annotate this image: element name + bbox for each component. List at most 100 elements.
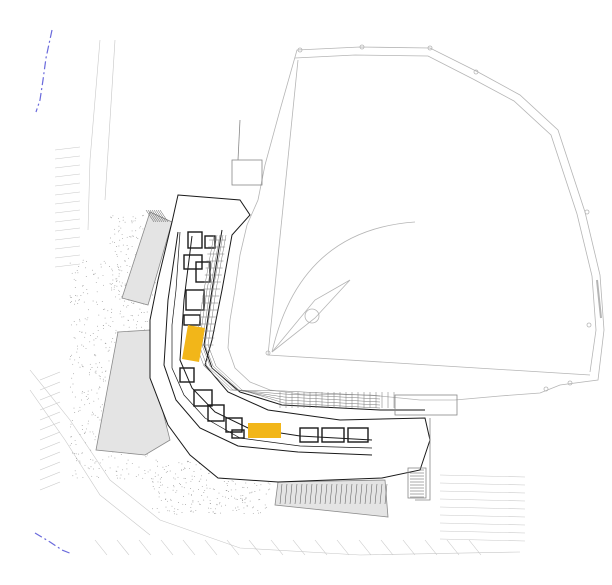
scoreboard [596, 279, 602, 319]
stipple-dot [119, 477, 121, 479]
stipple-dot [161, 477, 162, 478]
stipple-dot [152, 508, 154, 510]
parking-stripe [39, 371, 61, 381]
stipple-dot [95, 363, 97, 365]
stipple-dot [82, 262, 84, 264]
stipple-dot [246, 504, 248, 506]
stipple-dot [112, 279, 114, 281]
roof-rib [349, 483, 353, 505]
stipple-dot [98, 468, 100, 469]
stipple-dot [218, 492, 220, 494]
stipple-dot [116, 475, 118, 477]
stipple-dot [169, 470, 171, 472]
stipple-dot [174, 508, 176, 510]
stipple-dot [102, 325, 104, 327]
stipple-dot [100, 339, 102, 341]
stipple-dot [108, 456, 110, 458]
stipple-dot [120, 454, 122, 455]
stipple-dot [183, 487, 185, 489]
stipple-dot [234, 497, 236, 499]
stipple-dot [118, 245, 120, 247]
stipple-dot [159, 481, 161, 483]
stipple-dot [266, 506, 268, 508]
infield-diamond [271, 279, 351, 353]
parking-stripe [116, 539, 130, 556]
stipple-dot [230, 489, 232, 491]
roof-rib [344, 483, 348, 505]
stipple-dot [219, 501, 221, 503]
stipple-dot [156, 461, 158, 463]
stipple-dot [114, 341, 116, 343]
stipple-dot [84, 318, 86, 320]
stipple-dot [184, 478, 186, 479]
stipple-dot [75, 300, 76, 302]
stipple-dot [105, 370, 107, 372]
stipple-dot [128, 326, 130, 328]
stipple-dot [90, 368, 91, 370]
parking-stripe [402, 539, 416, 556]
stipple-dot [92, 431, 94, 433]
parking-stripe [39, 381, 61, 391]
pitchers-mound [304, 308, 320, 324]
stipple-dot [118, 275, 120, 277]
stipple-dot [110, 455, 112, 457]
stair-tread [159, 209, 169, 223]
stipple-dot [242, 495, 244, 496]
stipple-dot [94, 439, 96, 441]
stipple-dot [170, 500, 172, 502]
roof-rib [379, 483, 383, 505]
stipple-dot [109, 326, 111, 328]
stipple-dot [84, 442, 86, 444]
stipple-dot [96, 301, 97, 303]
stipple-dot [104, 376, 106, 378]
stipple-dot [112, 270, 113, 272]
stipple-dot [112, 241, 114, 243]
stipple-dot [86, 398, 88, 400]
infield-arc [271, 221, 416, 353]
stipple-dot [69, 444, 71, 446]
stipple-dot [98, 477, 100, 479]
stipple-dot [252, 512, 254, 514]
stipple-dot [88, 372, 90, 374]
stipple-dot [142, 477, 144, 479]
stipple-dot [189, 467, 191, 469]
highlighted-spaces [182, 325, 281, 438]
stipple-dot [70, 324, 72, 326]
stipple-dot [82, 292, 84, 294]
parking-stripe [54, 209, 81, 214]
stipple-dot [247, 487, 248, 489]
stipple-dot [194, 475, 195, 477]
stipple-dot [101, 301, 103, 302]
stipple-dot [85, 276, 87, 277]
stipple-dot [88, 374, 90, 376]
stipple-dot [88, 420, 89, 422]
stipple-dot [105, 322, 107, 324]
stipple-dot [96, 303, 98, 305]
stipple-dot [112, 320, 114, 322]
stipple-dot [147, 471, 149, 473]
stipple-dot [112, 338, 114, 339]
stipple-dot [243, 513, 245, 515]
stipple-dot [74, 287, 76, 288]
stipple-dot [74, 412, 76, 413]
roof-rib [354, 483, 358, 505]
stipple-dot [124, 478, 126, 480]
stipple-dot [206, 496, 208, 498]
stipple-dot [208, 472, 209, 474]
stipple-dot [77, 272, 79, 274]
stipple-dot [127, 271, 129, 273]
stipple-dot [121, 270, 123, 272]
stipple-dot [133, 235, 134, 237]
seating-row [204, 234, 381, 406]
stipple-dot [167, 486, 169, 488]
stipple-dot [225, 504, 227, 506]
stipple-dot [82, 285, 84, 287]
stipple-dot [226, 484, 228, 486]
stipple-dot [104, 317, 106, 319]
stipple-dot [160, 499, 162, 501]
stipple-dot [105, 469, 106, 471]
stipple-dot [85, 347, 87, 349]
stipple-dot [110, 216, 112, 218]
stipple-dot [127, 305, 129, 306]
stipple-dot [181, 512, 183, 514]
